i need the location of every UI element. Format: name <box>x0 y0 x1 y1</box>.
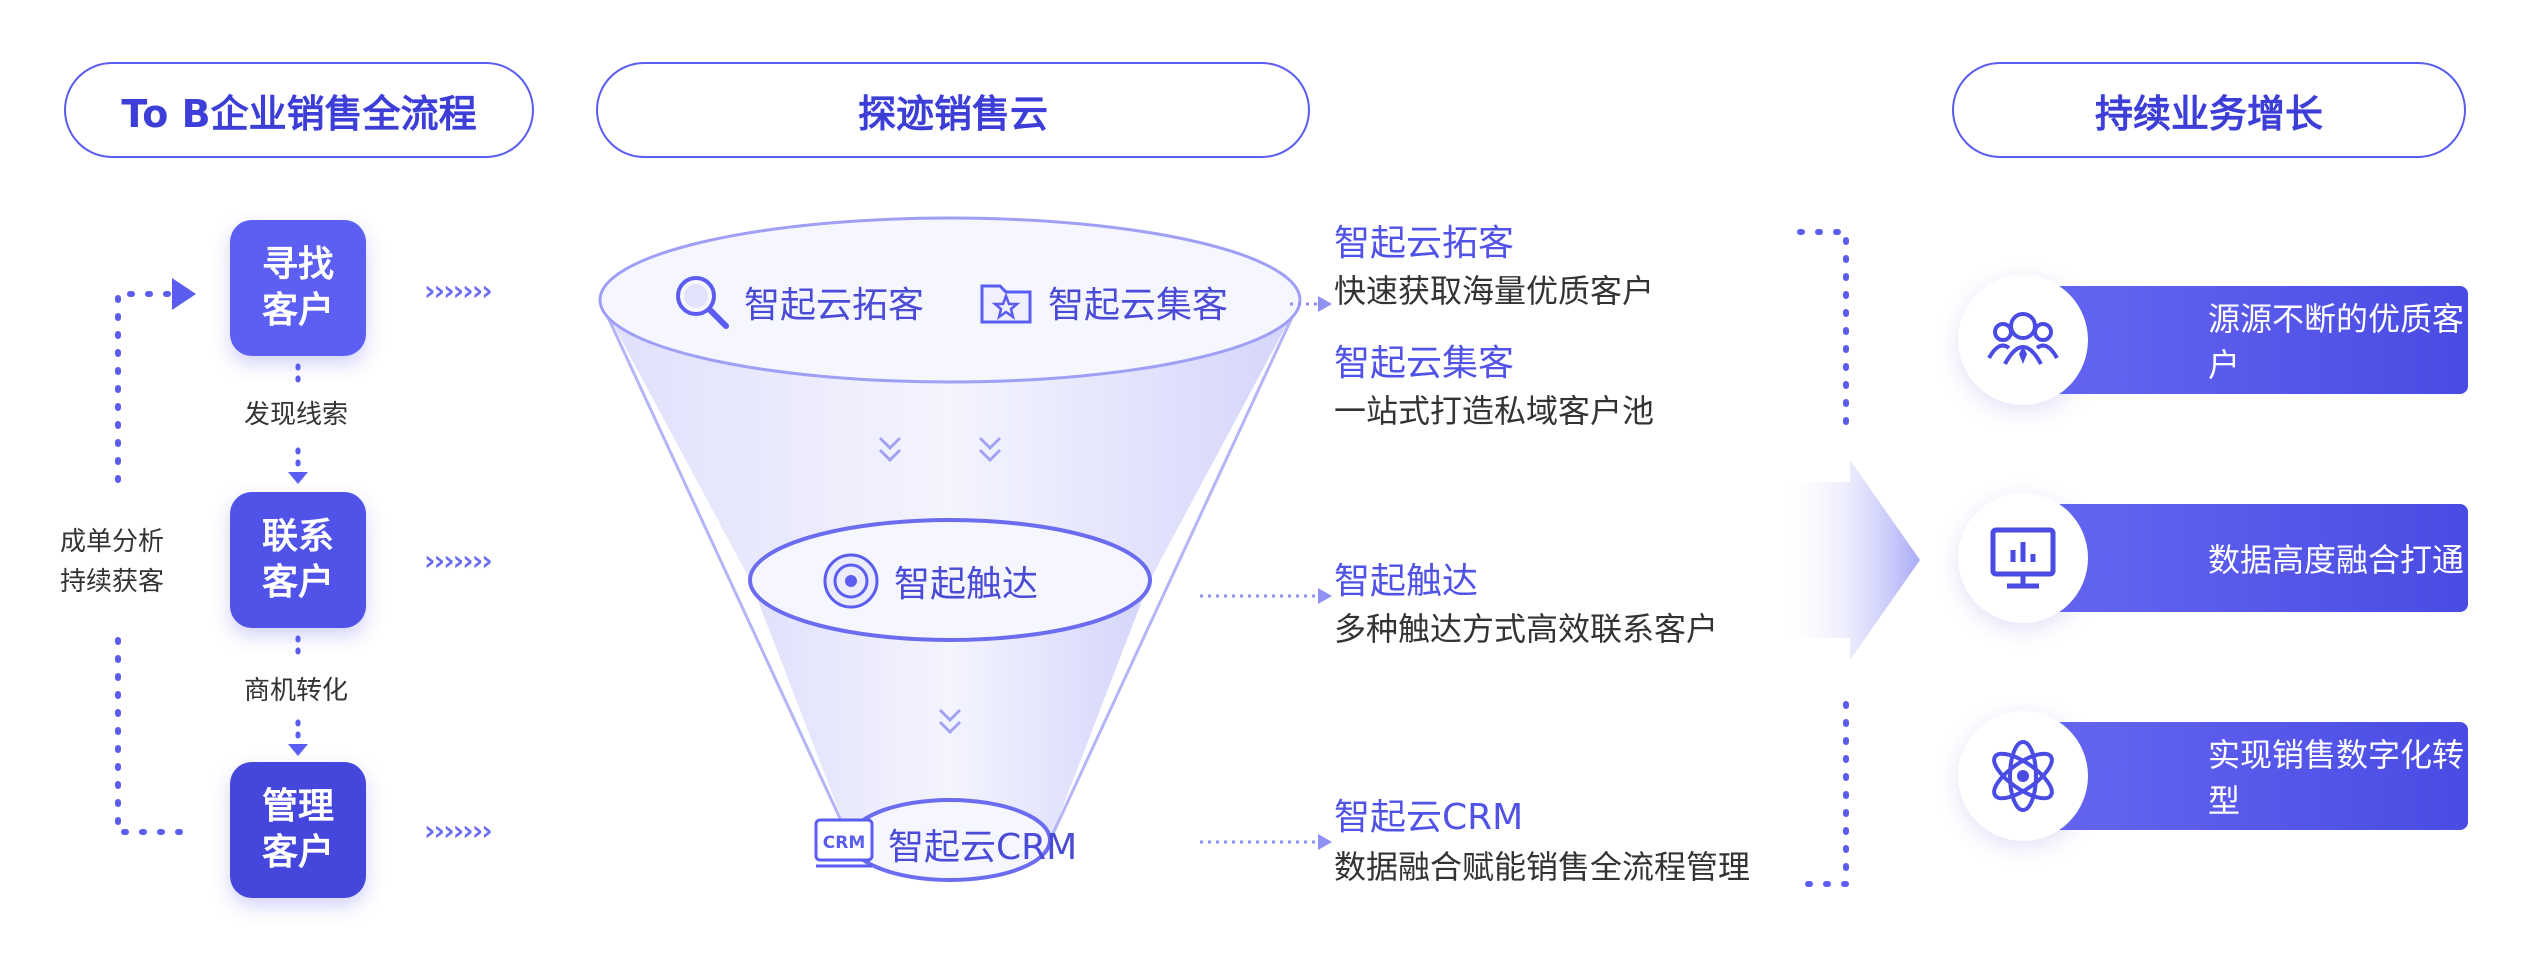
step-contact-customer-label: 联系客户 <box>261 516 334 603</box>
chevrons-row-2: ››››››› <box>424 544 493 577</box>
chevrons-row-3: ››››››› <box>424 814 493 847</box>
header-right: 持续业务增长 <box>1952 62 2466 158</box>
step-find-customer: 寻找客户 <box>230 220 366 356</box>
step-find-customer-label: 寻找客户 <box>261 244 334 331</box>
benefit-quality-customers-label: 源源不断的优质客户 <box>2208 300 2465 384</box>
monitor-chart-icon <box>1990 527 2056 589</box>
step-contact-customer: 联系客户 <box>230 492 366 628</box>
product-chuda-desc: 多种触达方式高效联系客户 <box>1334 610 1719 648</box>
funnel-top-left-label: 智起云拓客 <box>744 285 925 326</box>
benefit-digital-transform-label: 实现销售数字化转型 <box>2208 736 2465 820</box>
product-crm-title: 智起云CRM <box>1334 797 1524 838</box>
loop-label-line-2: 持续获客 <box>60 567 165 597</box>
header-middle: 探迹销售云 <box>596 62 1310 158</box>
benefit-data-fusion-label: 数据高度融合打通 <box>2208 541 2465 579</box>
product-jike-title: 智起云集客 <box>1334 343 1515 384</box>
product-jike-desc: 一站式打造私域客户池 <box>1334 392 1655 430</box>
step-manage-customer-label: 管理客户 <box>261 786 334 873</box>
funnel-middle: 智起触达 <box>820 550 1038 612</box>
funnel-top-left: 智起云拓客 <box>672 272 924 332</box>
product-tuoke-desc: 快速获取海量优质客户 <box>1334 272 1655 310</box>
funnel-middle-label: 智起触达 <box>894 564 1039 605</box>
funnel-top-right-label: 智起云集客 <box>1048 285 1229 326</box>
step-link-2-label: 商机转化 <box>244 676 349 706</box>
header-left-label: To B企业销售全流程 <box>121 91 477 136</box>
crm-badge-text: CRM <box>823 833 865 853</box>
crm-icon: CRM <box>814 818 874 868</box>
benefit-data-fusion: 数据高度融合打通 <box>2048 504 2468 612</box>
benefit-data-fusion-badge <box>1958 493 2088 623</box>
product-tuoke-title: 智起云拓客 <box>1334 223 1515 264</box>
product-connectors <box>1200 296 1332 850</box>
folder-star-icon <box>980 284 1032 324</box>
benefit-digital-transform: 实现销售数字化转型 <box>2048 722 2468 830</box>
header-middle-label: 探迹销售云 <box>857 91 1048 136</box>
header-right-label: 持续业务增长 <box>2094 91 2323 136</box>
people-network-icon <box>1987 312 2059 365</box>
product-chuda-title: 智起触达 <box>1334 561 1479 602</box>
funnel-bottom: CRM 智起云CRM <box>812 816 1077 872</box>
funnel <box>598 216 1302 882</box>
funnel-top-right: 智起云集客 <box>976 272 1228 332</box>
benefit-quality-customers-badge <box>1958 275 2088 405</box>
loop-label: 成单分析 持续获客 <box>60 522 164 602</box>
step-link-1-label: 发现线索 <box>244 400 349 430</box>
search-person-icon <box>676 276 729 329</box>
atom-icon <box>1992 740 2054 812</box>
chevrons-row-1: ››››››› <box>424 274 493 307</box>
funnel-bottom-label: 智起云CRM <box>888 827 1078 868</box>
step-manage-customer: 管理客户 <box>230 762 366 898</box>
target-icon <box>823 553 879 609</box>
loop-label-line-1: 成单分析 <box>60 527 165 557</box>
benefit-quality-customers: 源源不断的优质客户 <box>2048 286 2468 394</box>
benefit-digital-transform-badge <box>1958 711 2088 841</box>
step-link-2 <box>288 635 308 756</box>
loop-connector <box>115 278 196 835</box>
product-crm-desc: 数据融合赋能销售全流程管理 <box>1334 848 1751 886</box>
step-link-1 <box>288 363 308 484</box>
header-left: To B企业销售全流程 <box>64 62 534 158</box>
growth-arrow <box>1780 229 1920 887</box>
